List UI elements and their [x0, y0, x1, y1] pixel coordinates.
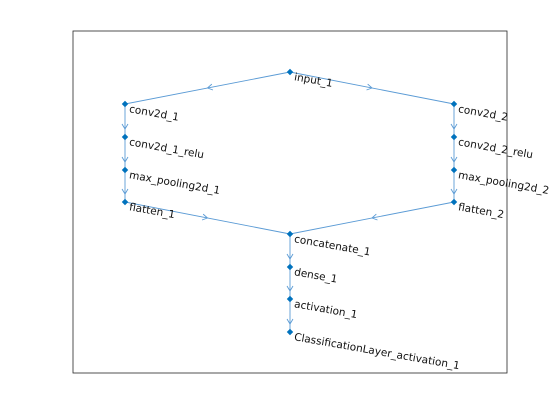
node-marker-input_1	[286, 68, 294, 76]
arrowhead-conv2d_1-to-conv2d_1_relu	[121, 123, 129, 130]
node-marker-conv2d_2	[450, 100, 458, 108]
arrowhead-input_1-to-conv2d_1	[206, 83, 214, 91]
edges-layer	[121, 71, 458, 332]
arrowhead-input_1-to-conv2d_2	[366, 83, 373, 91]
arrowhead-max_pooling2d_2-to-flatten_2	[450, 188, 458, 195]
arrowhead-concatenate_1-to-dense_1	[286, 253, 294, 260]
node-marker-conv2d_1	[121, 100, 129, 108]
arrowhead-activation_1-to-ClassificationLayer_activation_1	[286, 318, 294, 325]
node-marker-ClassificationLayer_activation_1	[286, 328, 294, 336]
arrowhead-flatten_1-to-concatenate_1	[201, 213, 209, 221]
arrowhead-conv2d_2-to-conv2d_2_relu	[450, 123, 458, 130]
node-marker-flatten_1	[121, 198, 129, 206]
arrowhead-conv2d_1_relu-to-max_pooling2d_1	[121, 156, 129, 163]
node-marker-conv2d_1_relu	[121, 133, 129, 141]
arrowhead-dense_1-to-activation_1	[286, 285, 294, 292]
node-marker-flatten_2	[450, 198, 458, 206]
arrowhead-max_pooling2d_1-to-flatten_1	[121, 188, 129, 195]
node-marker-max_pooling2d_1	[121, 166, 129, 174]
node-marker-dense_1	[286, 263, 294, 271]
arrowhead-conv2d_2_relu-to-max_pooling2d_2	[450, 156, 458, 163]
arrowhead-flatten_2-to-concatenate_1	[371, 213, 378, 221]
node-marker-conv2d_2_relu	[450, 133, 458, 141]
node-marker-concatenate_1	[286, 230, 294, 238]
node-marker-activation_1	[286, 295, 294, 303]
node-marker-max_pooling2d_2	[450, 166, 458, 174]
